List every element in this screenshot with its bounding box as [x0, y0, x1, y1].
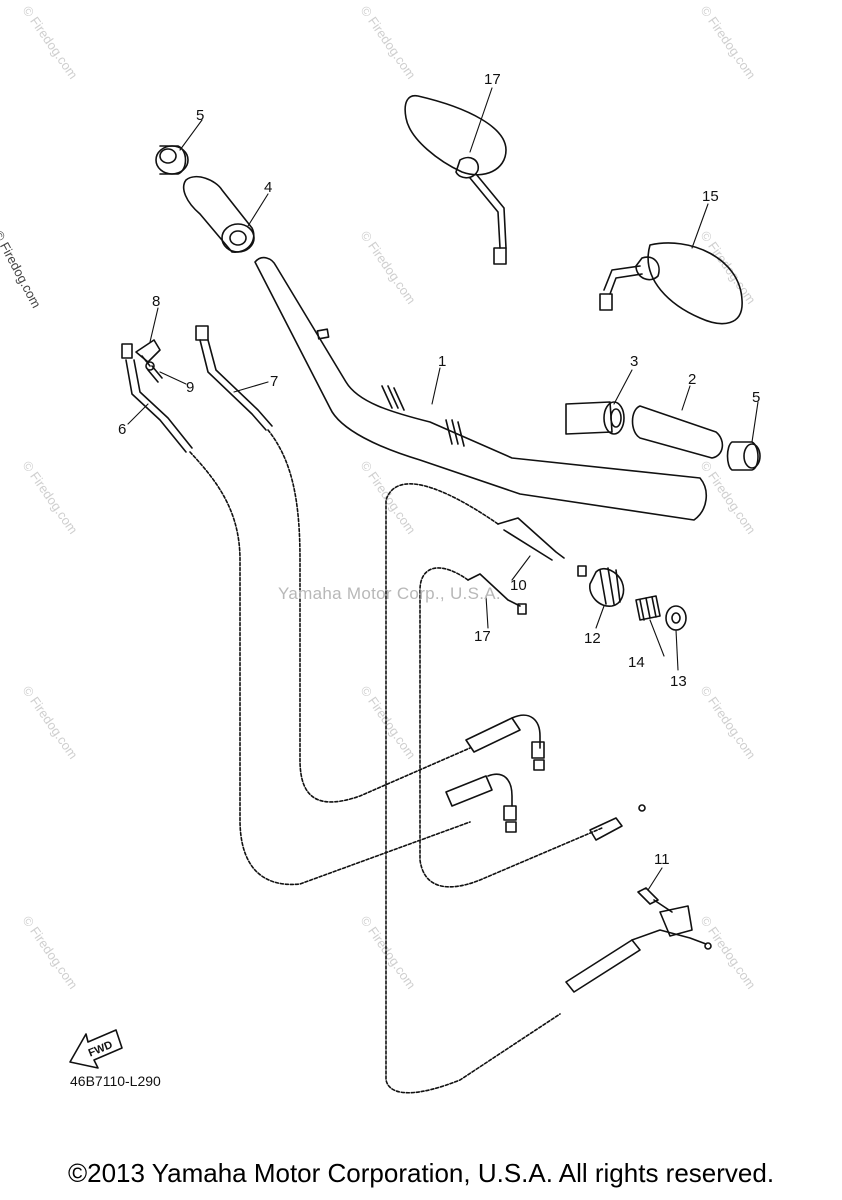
- label-12: 12: [584, 630, 601, 647]
- label-13: 13: [670, 673, 687, 690]
- svg-text:© Firedog.com: © Firedog.com: [698, 913, 759, 992]
- label-17: 17: [474, 628, 491, 645]
- mirror-right-16: [404, 94, 507, 265]
- label-7: 7: [270, 373, 278, 390]
- svg-text:© Firedog.com: © Firedog.com: [358, 458, 419, 537]
- cable-end-17: [419, 567, 646, 888]
- label-5-top: 5: [196, 107, 204, 124]
- cable-fitting-lower: [445, 773, 517, 833]
- label-3: 3: [630, 353, 638, 370]
- svg-text:© Firedog.com: © Firedog.com: [358, 913, 419, 992]
- cable-holder-8: [135, 339, 161, 367]
- label-6: 6: [118, 421, 126, 438]
- svg-text:© Firedog.com: © Firedog.com: [358, 228, 419, 307]
- svg-text:© Firedog.com: © Firedog.com: [20, 913, 81, 992]
- mirror-left-15: [599, 242, 743, 325]
- svg-text:© Firedog.com: © Firedog.com: [358, 683, 419, 762]
- adjuster-bolt-14: [635, 595, 661, 621]
- grip-end-right-5: [726, 441, 761, 471]
- part-numbers: 17 15 5 4 1 3 2 5 8 9 7 6 10 17 12 14 13…: [87, 71, 761, 1059]
- grip-end-top-5: [155, 145, 189, 175]
- handlebar-1: [254, 256, 707, 521]
- label-8: 8: [152, 293, 160, 310]
- svg-text:© Firedog.com: © Firedog.com: [698, 683, 759, 762]
- label-10: 10: [510, 577, 527, 594]
- label-14: 14: [628, 654, 645, 671]
- throttle-grip-4: [182, 175, 255, 253]
- leader-lines: [127, 87, 759, 891]
- cable-adjuster-12: [589, 567, 625, 607]
- label-4: 4: [264, 179, 272, 196]
- screw-9: [145, 361, 163, 383]
- label-16: 17: [484, 71, 501, 88]
- svg-text:© Firedog.com: © Firedog.com: [698, 3, 759, 82]
- svg-text:© Firedog.com: © Firedog.com: [20, 3, 81, 82]
- clutch-cable-10: [385, 483, 587, 1094]
- svg-text:© Firedog.com: © Firedog.com: [358, 3, 419, 82]
- label-2: 2: [688, 371, 696, 388]
- grip-end-cap-3: [565, 401, 625, 435]
- grip-2: [631, 405, 724, 459]
- label-1: 1: [438, 353, 446, 370]
- lower-bracket: [565, 905, 712, 993]
- copyright-notice: ©2013 Yamaha Motor Corporation, U.S.A. A…: [67, 1158, 775, 1188]
- center-watermark: Yamaha Motor Corp., U.S.A.: [278, 584, 501, 603]
- label-15: 15: [702, 188, 719, 205]
- label-5-right: 5: [752, 389, 760, 406]
- cable-fitting-upper: [465, 714, 545, 771]
- fwd-arrow-icon: [69, 1029, 123, 1069]
- throttle-cable-6: [121, 343, 471, 886]
- svg-text:© Firedog.com: © Firedog.com: [20, 683, 81, 762]
- bolt-11: [637, 887, 673, 913]
- watermark-tiles: © Firedog.com © Firedog.com © Firedog.co…: [20, 3, 759, 992]
- throttle-cable-7: [195, 325, 471, 803]
- diagram-code: 46B7110-L290: [70, 1073, 161, 1089]
- label-11: 11: [654, 851, 670, 868]
- label-9: 9: [186, 379, 194, 396]
- svg-text:© Firedog.com: © Firedog.com: [20, 458, 81, 537]
- washer-13: [665, 605, 687, 631]
